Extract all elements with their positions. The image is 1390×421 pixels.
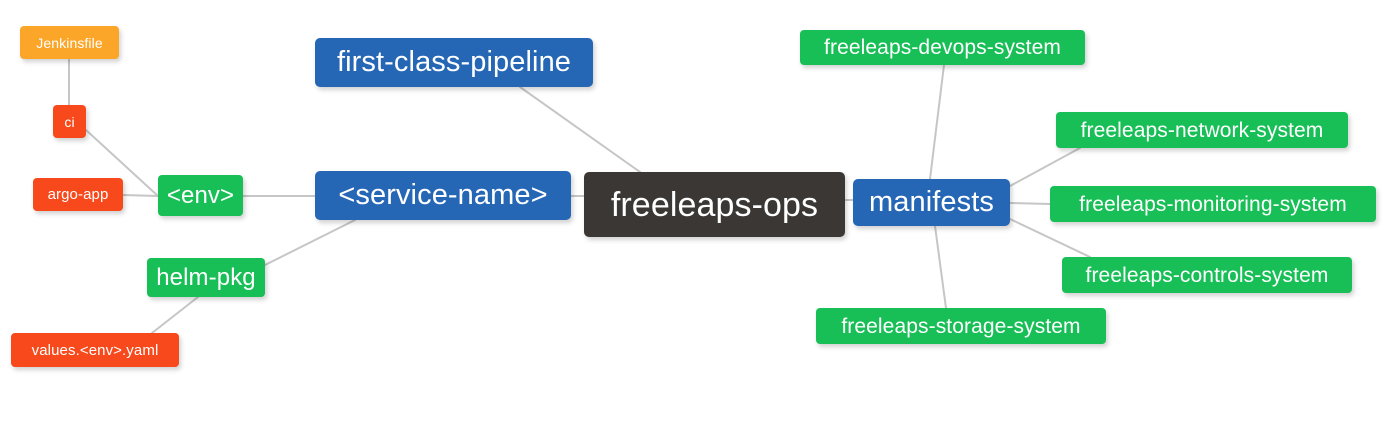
node-label-helm-pkg: helm-pkg [156,263,256,291]
edge-first-class-pipeline-to-freeleaps-ops [519,86,641,173]
edge-manifests-to-freeleaps-controls-system [1009,218,1091,258]
node-argo-app[interactable]: argo-app [33,178,123,211]
node-manifests[interactable]: manifests [853,179,1010,226]
node-freeleaps-ops[interactable]: freeleaps-ops [584,172,845,237]
edge-argo-app-to-env [122,194,159,197]
node-label-freeleaps-controls-system: freeleaps-controls-system [1085,263,1329,287]
node-values-env-yaml[interactable]: values.<env>.yaml [11,333,179,367]
edge-manifests-to-freeleaps-network-system [1009,147,1081,187]
node-helm-pkg[interactable]: helm-pkg [147,258,265,297]
node-label-manifests: manifests [869,186,994,218]
node-label-freeleaps-ops: freeleaps-ops [610,185,819,224]
node-freeleaps-network-system[interactable]: freeleaps-network-system [1056,112,1348,148]
node-label-freeleaps-devops-system: freeleaps-devops-system [824,36,1061,59]
edge-helm-pkg-to-service-name [264,219,356,266]
edge-manifests-to-freeleaps-devops-system [929,64,945,180]
node-label-jenkinsfile: Jenkinsfile [36,34,103,51]
node-label-env: <env> [166,181,235,209]
node-label-service-name: <service-name> [338,179,548,211]
edge-values-env-yaml-to-helm-pkg [151,296,199,334]
node-label-ci: ci [64,113,75,130]
node-env[interactable]: <env> [158,175,243,216]
node-label-freeleaps-storage-system: freeleaps-storage-system [841,314,1081,338]
node-first-class-pipeline[interactable]: first-class-pipeline [315,38,593,87]
node-service-name[interactable]: <service-name> [315,171,571,220]
node-label-freeleaps-network-system: freeleaps-network-system [1080,118,1324,142]
node-freeleaps-monitoring-system[interactable]: freeleaps-monitoring-system [1050,186,1376,222]
node-freeleaps-devops-system[interactable]: freeleaps-devops-system [800,30,1085,65]
node-freeleaps-controls-system[interactable]: freeleaps-controls-system [1062,257,1352,293]
node-label-values-env-yaml: values.<env>.yaml [31,341,159,359]
node-label-argo-app: argo-app [47,186,109,203]
node-freeleaps-storage-system[interactable]: freeleaps-storage-system [816,308,1106,344]
edge-manifests-to-freeleaps-monitoring-system [1009,202,1051,205]
node-label-freeleaps-monitoring-system: freeleaps-monitoring-system [1079,192,1347,216]
edge-manifests-to-freeleaps-storage-system [934,225,947,309]
node-label-first-class-pipeline: first-class-pipeline [336,46,572,78]
node-ci[interactable]: ci [53,105,86,138]
node-jenkinsfile[interactable]: Jenkinsfile [20,26,119,59]
